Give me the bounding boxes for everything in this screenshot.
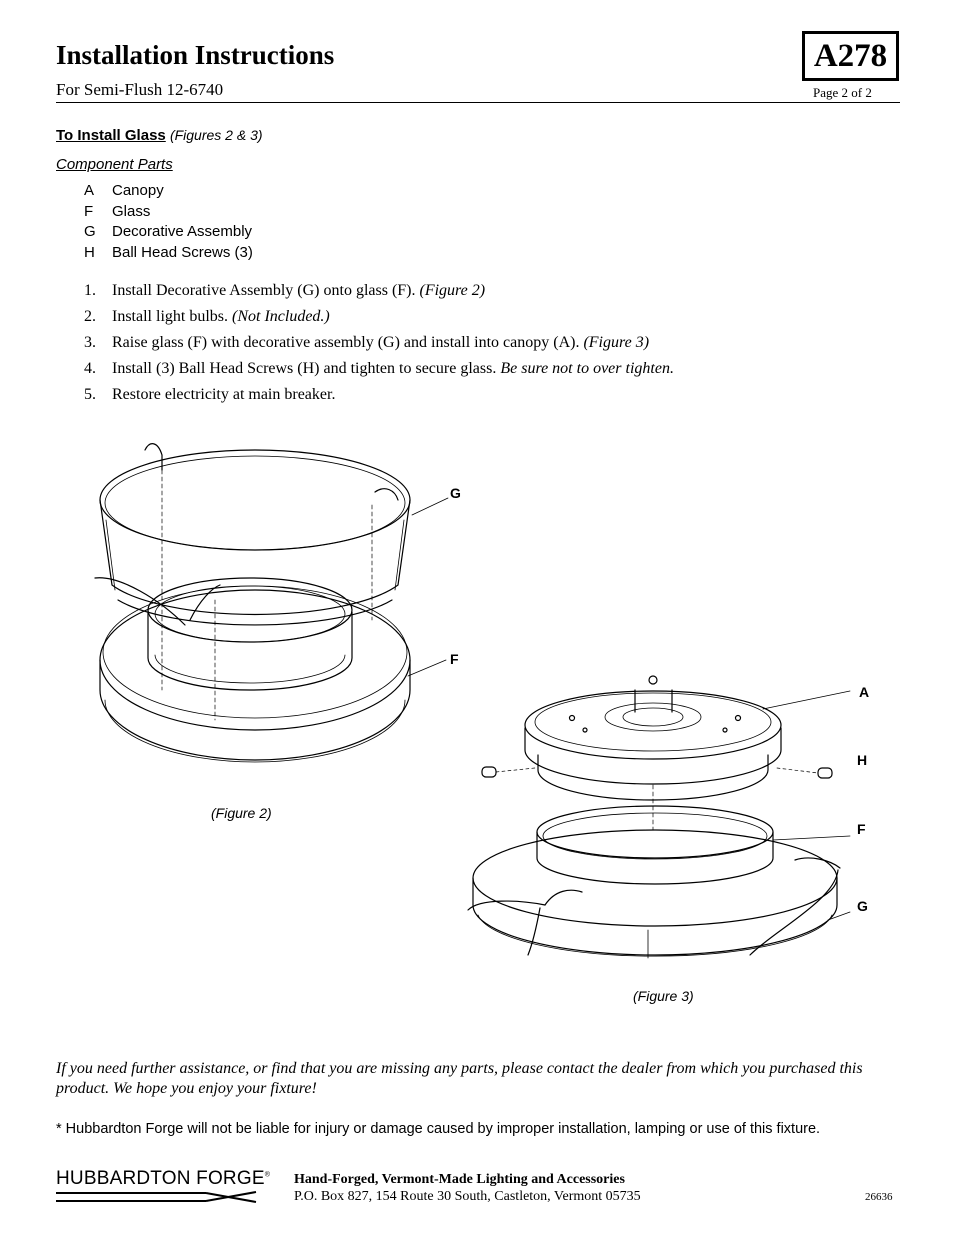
part-name: Decorative Assembly	[112, 223, 253, 240]
step-text: Install Decorative Assembly (G) onto gla…	[112, 282, 420, 299]
part-letter: F	[84, 202, 94, 220]
step-body: Install (3) Ball Head Screws (H) and tig…	[112, 360, 674, 378]
part-letter: G	[84, 223, 96, 240]
figure-2-callout-g: G	[450, 485, 461, 501]
step-note: (Figure 3)	[583, 334, 650, 351]
forge-tongs-icon	[56, 1191, 257, 1203]
step-body: Install light bulbs. (Not Included.)	[112, 308, 330, 326]
step-text: Raise glass (F) with decorative assembly…	[112, 334, 584, 351]
brand-name: HUBBARDTON FORGE®	[56, 1168, 270, 1190]
figure-3-glass-assembly-drawing	[467, 805, 851, 959]
figure-2-callout-f: F	[450, 651, 459, 667]
step-body: Raise glass (F) with decorative assembly…	[112, 334, 649, 352]
step-text: Restore electricity at main breaker.	[112, 386, 336, 403]
part-letter: H	[84, 243, 95, 261]
step-number: 5.	[84, 386, 96, 403]
figure-2-caption: (Figure 2)	[211, 805, 272, 821]
section-title: To Install Glass	[56, 127, 166, 144]
document-subtitle: For Semi-Flush 12-6740	[56, 80, 224, 99]
section-figure-reference: (Figures 2 & 3)	[169, 127, 263, 143]
section-heading: To Install Glass (Figures 2 & 3)	[56, 127, 263, 144]
figure-2-glass-drawing	[99, 577, 411, 763]
liability-disclaimer: * Hubbardton Forge will not be liable fo…	[56, 1121, 821, 1137]
figure-3-callout-g: G	[857, 898, 868, 914]
step-note: (Not Included.)	[232, 308, 330, 325]
page-number: Page 2 of 2	[813, 85, 872, 100]
step-number: 2.	[84, 308, 96, 325]
components-label: Component Parts	[56, 156, 173, 173]
step-text: Install light bulbs.	[112, 308, 232, 325]
figure-3-callout-a: A	[859, 684, 870, 700]
company-tagline: Hand-Forged, Vermont-Made Lighting and A…	[294, 1172, 625, 1187]
step-note: (Figure 2)	[419, 282, 486, 299]
header-divider	[56, 102, 900, 103]
part-name: Glass	[112, 202, 151, 220]
figure-3-callout-f: F	[857, 821, 866, 837]
company-logo: HUBBARDTON FORGE®	[56, 1168, 270, 1209]
company-address: P.O. Box 827, 154 Route 30 South, Castle…	[294, 1189, 641, 1204]
part-letter: A	[84, 182, 95, 199]
installation-illustrations	[94, 443, 851, 959]
figure-2-decorative-assembly-drawing	[94, 443, 449, 721]
figure-3-callout-h: H	[857, 752, 868, 768]
step-number: 4.	[84, 360, 96, 377]
document-number: 26636	[865, 1191, 893, 1203]
part-name: Canopy	[112, 182, 164, 199]
document-title: Installation Instructions	[56, 40, 335, 70]
assistance-note: If you need further assistance, or find …	[56, 1060, 863, 1097]
part-name: Ball Head Screws (3)	[112, 243, 253, 261]
step-number: 3.	[84, 334, 96, 351]
instruction-code-box: A278	[802, 31, 899, 81]
step-number: 1.	[84, 282, 96, 299]
brand-wordmark: HUBBARDTON FORGE	[56, 1168, 265, 1189]
step-note: Be sure not to over tighten.	[500, 360, 674, 377]
step-body: Install Decorative Assembly (G) onto gla…	[112, 282, 485, 300]
figure-3-canopy-drawing	[524, 675, 851, 801]
step-text: Install (3) Ball Head Screws (H) and tig…	[112, 360, 501, 377]
figure-3-caption: (Figure 3)	[633, 988, 694, 1004]
figure-3-screws-drawing	[481, 766, 833, 831]
step-body: Restore electricity at main breaker.	[112, 386, 335, 404]
registered-mark: ®	[264, 1171, 271, 1179]
